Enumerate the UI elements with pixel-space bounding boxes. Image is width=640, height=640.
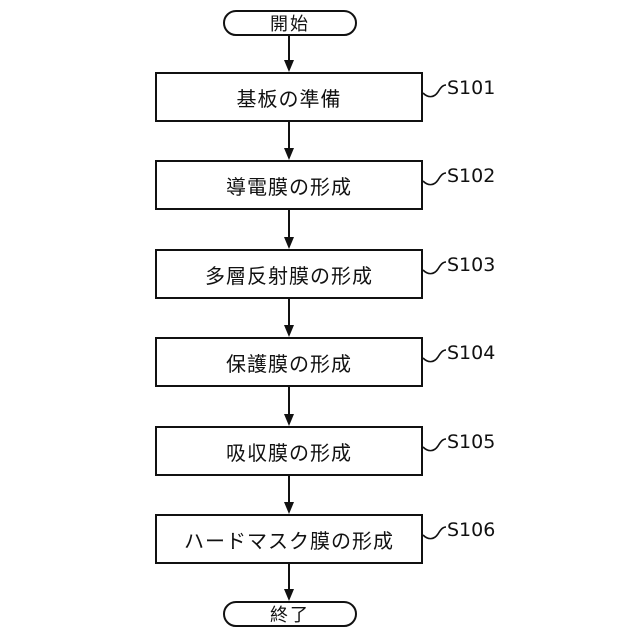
flow-arrow-s103-to-s104 <box>284 299 294 337</box>
process-box-label: 保護膜の形成 <box>226 351 352 376</box>
start-terminal-label: 開始 <box>270 14 310 35</box>
step-id-s103: S103 <box>447 254 496 276</box>
process-box-label: 多層反射膜の形成 <box>205 263 373 288</box>
leader-line-s104 <box>422 349 447 363</box>
process-box-s106: ハードマスク膜の形成 <box>155 514 423 564</box>
step-id-s101: S101 <box>447 77 496 99</box>
flow-arrow-s101-to-s102 <box>284 122 294 160</box>
step-id-s105: S105 <box>447 431 496 453</box>
end-terminal-label: 終了 <box>270 605 310 626</box>
flow-arrow-s105-to-s106 <box>284 476 294 514</box>
leader-line-s102 <box>422 172 447 186</box>
step-id-s104: S104 <box>447 342 496 364</box>
step-id-s106: S106 <box>447 519 496 541</box>
process-box-label: 基板の準備 <box>236 86 342 111</box>
process-box-s101: 基板の準備 <box>155 72 423 122</box>
leader-line-s101 <box>422 84 447 98</box>
flow-arrow-s104-to-s105 <box>284 387 294 426</box>
flow-arrow-s106-to-end <box>284 564 294 601</box>
leader-line-s106 <box>422 526 447 540</box>
leader-line-s105 <box>422 438 447 452</box>
process-box-label: 導電膜の形成 <box>226 174 352 199</box>
end-terminal: 終了 <box>223 601 357 627</box>
process-box-label: ハードマスク膜の形成 <box>184 528 394 553</box>
flow-arrow-start-to-s101 <box>284 36 294 72</box>
process-box-s104: 保護膜の形成 <box>155 337 423 387</box>
process-box-label: 吸収膜の形成 <box>226 440 352 465</box>
leader-line-s103 <box>422 261 447 275</box>
start-terminal: 開始 <box>223 10 357 36</box>
process-box-s105: 吸収膜の形成 <box>155 426 423 476</box>
flow-arrow-s102-to-s103 <box>284 210 294 249</box>
step-id-s102: S102 <box>447 165 496 187</box>
process-box-s102: 導電膜の形成 <box>155 160 423 210</box>
process-box-s103: 多層反射膜の形成 <box>155 249 423 299</box>
